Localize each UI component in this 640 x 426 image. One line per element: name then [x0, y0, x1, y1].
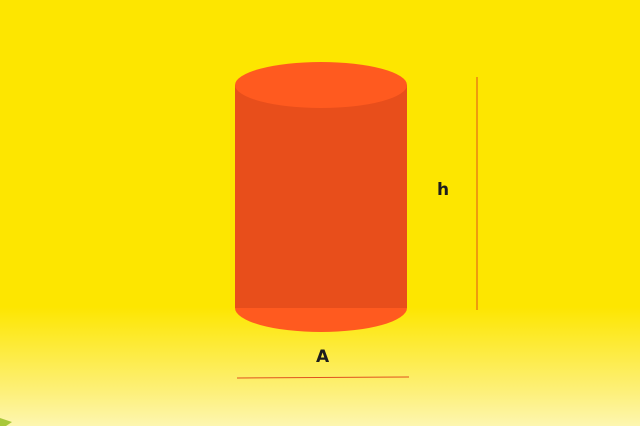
cylinder-body — [235, 85, 407, 308]
height-label: h — [437, 180, 450, 200]
base-measure-line — [236, 376, 410, 379]
cylinder-top-cap — [235, 62, 407, 108]
base-label: A — [316, 347, 330, 367]
corner-mark — [0, 418, 12, 426]
